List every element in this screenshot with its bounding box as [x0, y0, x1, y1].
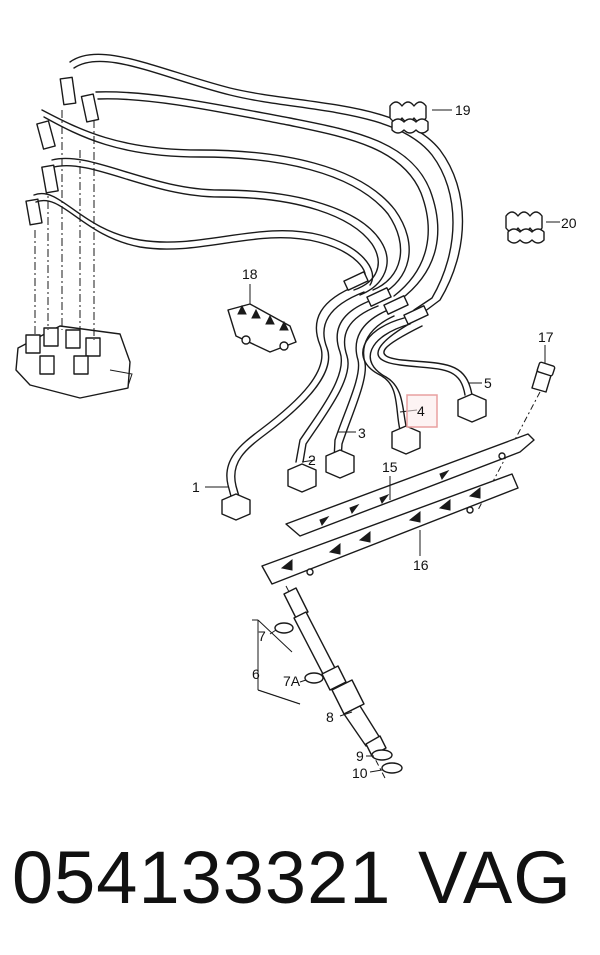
pump-end-fittings	[25, 76, 100, 226]
pipe-clamps	[343, 271, 429, 325]
part-number: 054133321	[12, 836, 392, 919]
callout-2: 2	[308, 452, 316, 468]
callout-6: 6	[252, 666, 260, 682]
callout-9: 9	[356, 748, 364, 764]
parts-diagram: 1 2 3 4 5 6 7 7A 8 9 10 15 16 17 18 19 2…	[15, 53, 577, 781]
pump-outlet-guides	[34, 110, 95, 340]
callout-18: 18	[242, 266, 258, 282]
injector-nuts	[221, 393, 487, 521]
callout-8: 8	[326, 709, 334, 725]
brand-name: VAG	[418, 836, 572, 919]
callout-7a: 7A	[283, 673, 301, 689]
plate-16	[261, 473, 519, 585]
callout-19: 19	[455, 102, 471, 118]
callout-1: 1	[192, 479, 200, 495]
callout-5: 5	[484, 375, 492, 391]
callout-labels: 1 2 3 4 5 6 7 7A 8 9 10 15 16 17 18 19 2…	[192, 102, 577, 781]
injector-assembly	[252, 585, 403, 781]
highlight-box	[406, 394, 438, 428]
caption-bar: 054133321 VAG	[0, 825, 600, 935]
injector-pipes	[226, 284, 473, 501]
clip-set-19	[389, 101, 452, 134]
callout-4: 4	[417, 403, 425, 419]
callout-10: 10	[352, 765, 368, 781]
injection-pipe-bundle	[33, 53, 464, 316]
injection-pump	[15, 325, 133, 399]
callout-15: 15	[382, 459, 398, 475]
bracket-18	[227, 284, 297, 353]
callout-17: 17	[538, 329, 554, 345]
callout-16: 16	[413, 557, 429, 573]
clip-set-20	[505, 211, 560, 244]
callout-20: 20	[561, 215, 577, 231]
callout-3: 3	[358, 425, 366, 441]
gasket-15	[285, 433, 535, 537]
callout-7: 7	[258, 628, 266, 644]
